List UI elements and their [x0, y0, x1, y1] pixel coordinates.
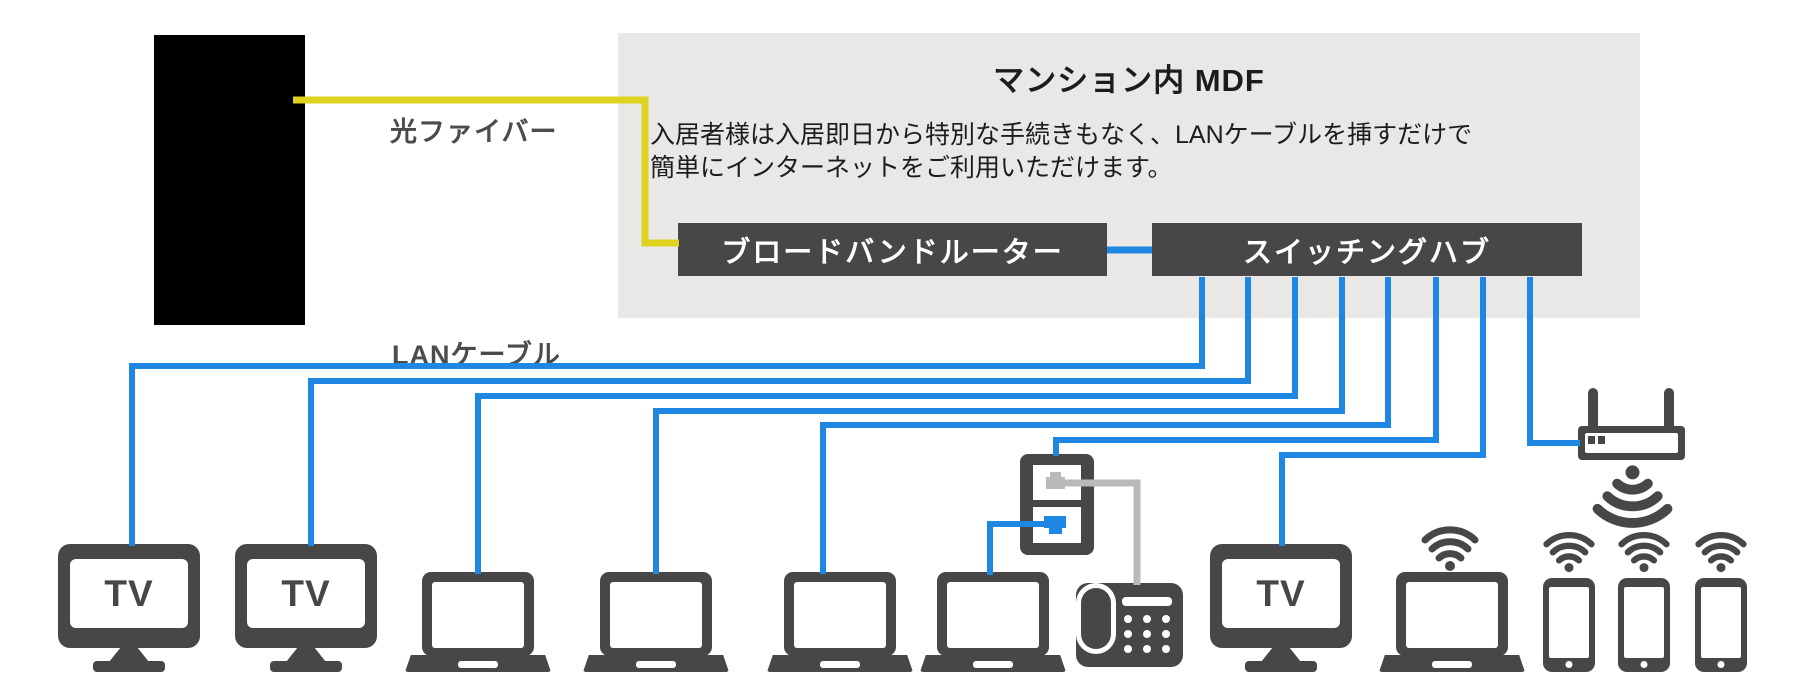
switching-hub-label: スイッチングハブ — [1242, 236, 1491, 269]
tv-screen: TV — [70, 559, 188, 628]
wifi-icon — [1695, 532, 1747, 573]
lan-wall-outlet-icon — [1020, 454, 1094, 555]
router-led — [1588, 436, 1595, 444]
broadband-router-label: ブロードバンドルーター — [721, 236, 1064, 269]
mdf-description-line2: 簡単にインターネットをご利用いただけます。 — [650, 154, 1173, 182]
phone-display — [1122, 597, 1172, 606]
lan-cable-label: LANケーブル — [392, 340, 561, 370]
smartphone-home-button — [1565, 661, 1573, 668]
tv-screen: TV — [247, 559, 365, 628]
wireless-router-icon — [1578, 388, 1685, 460]
laptop-screen — [1396, 572, 1508, 656]
fiber-cable-label: 光ファイバー — [390, 117, 558, 147]
tv-icon-1: TV — [58, 544, 200, 672]
laptop-icon-4 — [920, 572, 1066, 672]
smartphone-home-button — [1717, 661, 1725, 668]
laptop-icon-1 — [405, 572, 551, 672]
tv-icon-3: TV — [1210, 544, 1352, 672]
smartphone-screen — [1549, 587, 1589, 658]
tv-label: TV — [104, 572, 154, 614]
wifi-icon — [1543, 532, 1595, 573]
desk-phone-icon — [1076, 583, 1183, 667]
building-riser-block — [154, 35, 305, 325]
wifi-icon — [1618, 532, 1670, 573]
laptop-screen — [600, 572, 712, 656]
smartphone-icon-2 — [1618, 578, 1670, 672]
tv-stand-neck — [109, 648, 149, 662]
smartphone-home-button — [1640, 661, 1648, 668]
laptop-icon-2 — [583, 572, 729, 672]
smartphone-screen — [1701, 587, 1741, 658]
laptop-screen — [422, 572, 534, 656]
tv-label: TV — [1256, 572, 1306, 614]
wifi-laptop-icon — [1379, 572, 1525, 672]
router-faceplate — [1585, 433, 1678, 453]
router-antenna-right — [1664, 388, 1674, 430]
smartphone-screen — [1624, 587, 1664, 658]
phone-handset — [1081, 588, 1111, 649]
laptop-base — [920, 655, 1066, 672]
outlet-upper-port — [1033, 465, 1081, 500]
laptop-base — [1379, 655, 1525, 672]
laptop-base — [405, 655, 551, 672]
laptop-icon-3 — [767, 572, 913, 672]
tv-icon-2: TV — [235, 544, 377, 672]
lan-cable-laptop1 — [475, 277, 1298, 574]
tv-screen: TV — [1222, 559, 1340, 628]
outlet-lower-port — [1033, 507, 1081, 543]
laptop-base — [583, 655, 729, 672]
broadband-router-box: ブロードバンドルーター — [678, 223, 1107, 276]
tv-stand-neck — [286, 648, 326, 662]
tv-label: TV — [281, 572, 331, 614]
smartphone-icon-1 — [1543, 578, 1595, 672]
wifi-icon — [1421, 526, 1479, 571]
router-antenna-left — [1588, 388, 1598, 430]
wifi-broadcast-icon — [1592, 465, 1673, 528]
laptop-screen — [937, 572, 1049, 656]
router-led — [1598, 436, 1605, 444]
phone-keypad — [1119, 611, 1175, 657]
tv-stand-base — [93, 661, 165, 672]
laptop-base — [767, 655, 913, 672]
tv-stand-base — [1245, 661, 1317, 672]
lan-cable-laptop3 — [820, 277, 1391, 574]
tv-stand-neck — [1261, 648, 1301, 662]
laptop-screen — [784, 572, 896, 656]
mdf-panel-title: マンション内 MDF — [993, 63, 1265, 98]
tv-stand-base — [270, 661, 342, 672]
mdf-description-line1: 入居者様は入居即日から特別な手続きもなく、LANケーブルを挿すだけで — [650, 121, 1473, 149]
lan-cable-laptop2 — [653, 277, 1345, 574]
mdf-panel-description: 入居者様は入居即日から特別な手続きもなく、LANケーブルを挿すだけで 簡単にイン… — [650, 119, 1610, 185]
smartphone-icon-3 — [1695, 578, 1747, 672]
switching-hub-box: スイッチングハブ — [1152, 223, 1582, 276]
